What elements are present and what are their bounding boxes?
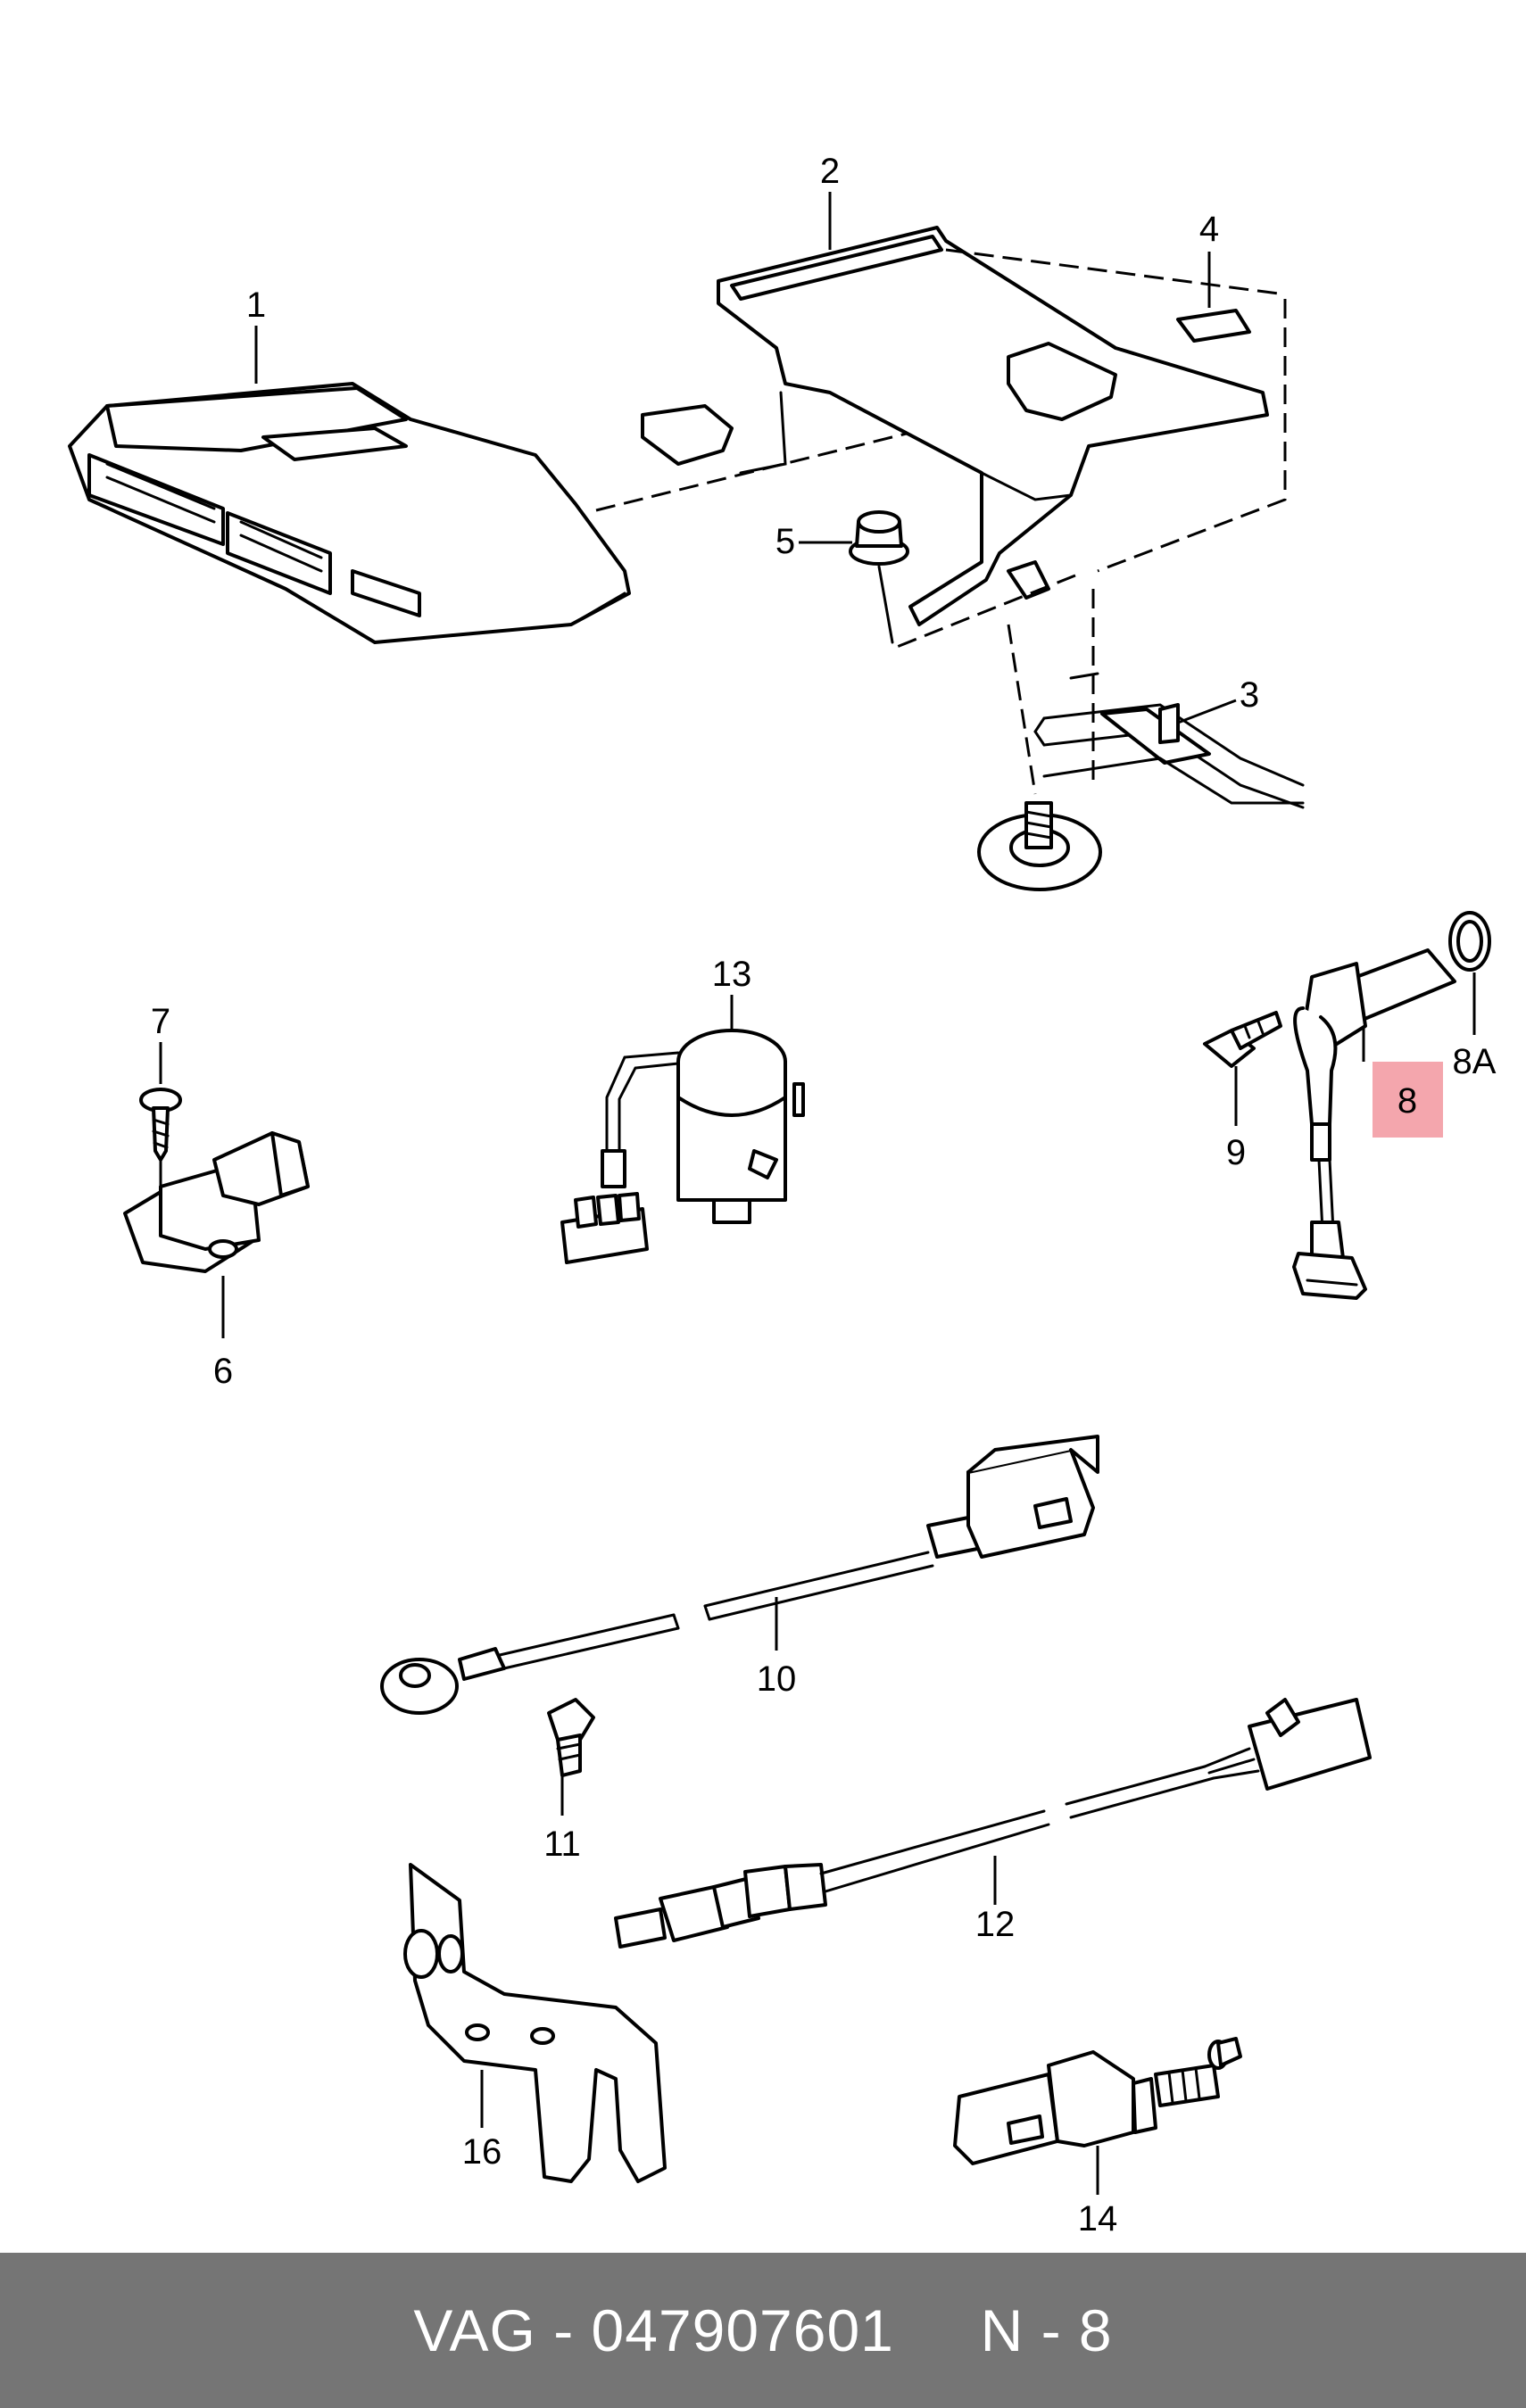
callout-2: 2	[820, 152, 840, 191]
part-13-valve[interactable]	[560, 995, 805, 1264]
callout-10: 10	[757, 1659, 797, 1699]
callout-7: 7	[151, 1002, 170, 1041]
diagram-position: N - 8	[980, 2297, 1113, 2363]
callout-8a: 8A	[1453, 1042, 1497, 1081]
callout-9: 9	[1226, 1133, 1246, 1172]
parts-diagram: 1 2 3 4 5 6 7 8 8A 9 10 11 12 13 14 16	[68, 152, 1497, 2238]
callout-13: 13	[712, 955, 752, 994]
part-number-bar: VAG - 047907601 N - 8	[0, 2253, 1526, 2408]
part-4-retainer[interactable]	[1176, 252, 1251, 343]
callout-14: 14	[1078, 2199, 1118, 2238]
part-6-sensor[interactable]	[123, 1131, 310, 1338]
callout-5: 5	[775, 522, 795, 561]
part-16-bracket[interactable]	[403, 1863, 667, 2183]
callout-12: 12	[975, 1905, 1016, 1944]
part-2-bracket[interactable]	[641, 226, 1287, 795]
part-7-screw[interactable]	[139, 1042, 182, 1200]
part-11-bolt[interactable]	[547, 1698, 595, 1816]
part-1-control-unit[interactable]	[68, 382, 929, 644]
part-8-sensor[interactable]	[1292, 948, 1456, 1300]
part-3-clip[interactable]	[1033, 672, 1305, 809]
callout-4: 4	[1199, 210, 1219, 249]
part-14-switch[interactable]	[953, 2037, 1242, 2195]
part-12-o2-sensor[interactable]	[614, 1698, 1372, 1949]
part-number-label: VAG - 047907601 N - 8	[413, 2297, 1113, 2363]
callout-6: 6	[213, 1352, 233, 1391]
part-number: 047907601	[591, 2297, 894, 2363]
callout-16: 16	[462, 2132, 502, 2172]
part-8a-o-ring[interactable]	[1448, 911, 1491, 1035]
mounting-stud	[977, 801, 1102, 891]
callout-8: 8	[1397, 1081, 1417, 1121]
callout-1: 1	[246, 285, 266, 325]
part-5-nut[interactable]	[799, 510, 909, 644]
callout-11: 11	[543, 1825, 581, 1864]
part-9-bolt[interactable]	[1203, 1011, 1282, 1126]
part-10-knock-sensor[interactable]	[380, 1435, 1099, 1715]
brand: VAG	[413, 2297, 536, 2363]
callout-3: 3	[1240, 675, 1259, 715]
